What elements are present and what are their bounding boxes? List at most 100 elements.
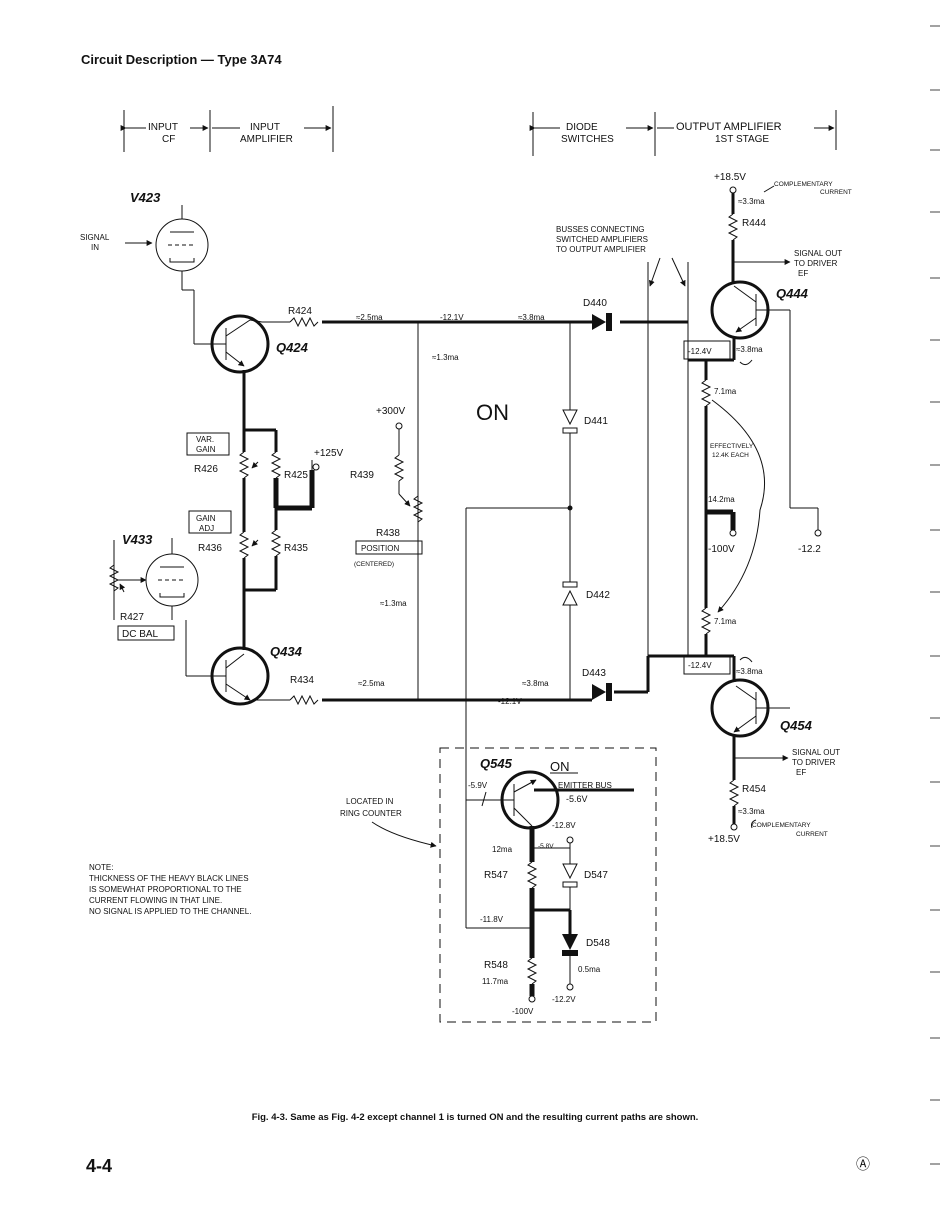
label-i13-top: ≈1.3ma (432, 353, 459, 362)
section-output-2: 1ST STAGE (715, 134, 769, 145)
label-i71-bot: 7.1ma (714, 617, 737, 626)
label-v121-top: -12.1V (440, 313, 464, 322)
q434-transistor (185, 620, 270, 706)
section-input-cf-1: INPUT (148, 122, 178, 133)
label-d548: D548 (586, 938, 610, 949)
label-busses-1: BUSSES CONNECTING (556, 225, 644, 234)
label-effectively-1: EFFECTIVELY (710, 443, 754, 450)
label-d440: D440 (583, 298, 607, 309)
label-r444: R444 (742, 218, 766, 229)
label-r425: R425 (284, 470, 308, 481)
revision-mark: Ⓐ (856, 1156, 870, 1172)
label-i117: 11.7ma (482, 977, 509, 986)
label-position: POSITION (361, 544, 399, 553)
page-number: 4-4 (86, 1156, 113, 1176)
section-output-1: OUTPUT AMPLIFIER (676, 121, 782, 133)
page-header: Circuit Description — Type 3A74 (81, 52, 282, 67)
label-located-in-2: RING COUNTER (340, 809, 402, 818)
label-q545: Q545 (480, 756, 513, 771)
state-on-q545: ON (550, 759, 570, 774)
label-v124-bot: -12.4V (688, 661, 712, 670)
section-input-amp-2: AMPLIFIER (240, 134, 293, 145)
label-q434: Q434 (270, 644, 303, 659)
label-i33-top: ≈3.3ma (738, 197, 765, 206)
label-v58: -5.8V (538, 843, 554, 850)
label-q424: Q424 (276, 340, 309, 355)
label-i13-bot: ≈1.3ma (380, 599, 407, 608)
label-r547: R547 (484, 870, 508, 881)
label-v56: -5.6V (566, 794, 588, 804)
label-i38-d443: ≈3.8ma (522, 679, 549, 688)
d441-diode (562, 409, 578, 434)
section-input-amp-1: INPUT (250, 122, 280, 133)
label-sigout-top-1: SIGNAL OUT (794, 249, 842, 258)
label-signal-in-1: SIGNAL (80, 233, 110, 242)
label-dc-bal: DC BAL (122, 629, 159, 640)
note-line-0: NOTE: (89, 863, 113, 872)
label-i38-q454: ≈3.8ma (736, 667, 763, 676)
label-v128: -12.8V (552, 821, 576, 830)
label-gain-adj-1: GAIN (196, 514, 216, 523)
d443-diode (592, 683, 612, 701)
section-diode-2: SWITCHES (561, 134, 614, 145)
var-gain-box (186, 432, 230, 456)
note-line-1: THICKNESS OF THE HEAVY BLACK LINES (89, 874, 249, 883)
label-i33-bot: ≈3.3ma (738, 807, 765, 816)
d548-diode (562, 934, 578, 956)
label-busses-3: TO OUTPUT AMPLIFIER (556, 245, 646, 254)
note-line-4: NO SIGNAL IS APPLIED TO THE CHANNEL. (89, 907, 251, 916)
section-diode-1: DIODE (566, 122, 598, 133)
label-signal-in-2: IN (91, 243, 99, 252)
label-v124-top: -12.4V (688, 347, 712, 356)
note-line-3: CURRENT FLOWING IN THAT LINE. (89, 896, 222, 905)
label-sigout-top-3: EF (798, 269, 808, 278)
label-located-in-1: LOCATED IN (346, 797, 394, 806)
label-v118: -11.8V (480, 915, 504, 924)
label-i71-top: 7.1ma (714, 387, 737, 396)
label-v100-bot: -100V (512, 1007, 534, 1016)
label-gain-adj-2: ADJ (199, 524, 214, 533)
figure-caption: Fig. 4-3. Same as Fig. 4-2 except channe… (251, 1112, 699, 1123)
label-comp-top-1: COMPLEMENTARY (774, 181, 833, 188)
label-var-gain-1: VAR. (196, 435, 214, 444)
label-r436: R436 (198, 543, 222, 554)
label-r439: R439 (350, 470, 374, 481)
label-sigout-top-2: TO DRIVER (794, 259, 838, 268)
v433-tube (108, 538, 199, 620)
section-brackets (120, 106, 837, 156)
label-v122-bot: -12.2V (552, 995, 576, 1004)
label-comp-top-2: CURRENT (820, 189, 852, 196)
label-i38-d440: ≈3.8ma (518, 313, 545, 322)
label-r434: R434 (290, 675, 314, 686)
dc-bal-box (117, 625, 175, 641)
d547-diode (562, 863, 578, 888)
note-line-2: IS SOMEWHAT PROPORTIONAL TO THE (89, 885, 242, 894)
label-var-gain-2: GAIN (196, 445, 216, 454)
label-i05: 0.5ma (578, 965, 601, 974)
label-i142: 14.2ma (708, 495, 735, 504)
v423-tube (125, 205, 209, 344)
q454-transistor (710, 678, 790, 738)
label-comp-bot-2: CURRENT (796, 831, 828, 838)
ring-counter-box (439, 747, 657, 1023)
label-q454: Q454 (780, 718, 813, 733)
label-effectively-2: 12.4K EACH (712, 452, 749, 459)
q444-transistor (710, 280, 790, 340)
label-v423: V423 (130, 190, 161, 205)
label-v100-right: -100V (708, 544, 735, 555)
label-i25-top: ≈2.5ma (356, 313, 383, 322)
label-sigout-bot-2: TO DRIVER (792, 758, 836, 767)
label-v122-right: -12.2 (798, 544, 821, 555)
margin-ticks (930, 25, 940, 1165)
label-r427: R427 (120, 612, 144, 623)
label-v59: -5.9V (468, 781, 488, 790)
label-q444: Q444 (776, 286, 809, 301)
label-centered: (CENTERED) (354, 561, 394, 568)
label-r435: R435 (284, 543, 308, 554)
label-d442: D442 (586, 590, 610, 601)
label-i38-q444: ≈3.8ma (736, 345, 763, 354)
label-r454: R454 (742, 784, 766, 795)
d440-diode (592, 313, 612, 331)
gain-adj-box (188, 510, 232, 534)
label-v185-top: +18.5V (714, 172, 746, 183)
